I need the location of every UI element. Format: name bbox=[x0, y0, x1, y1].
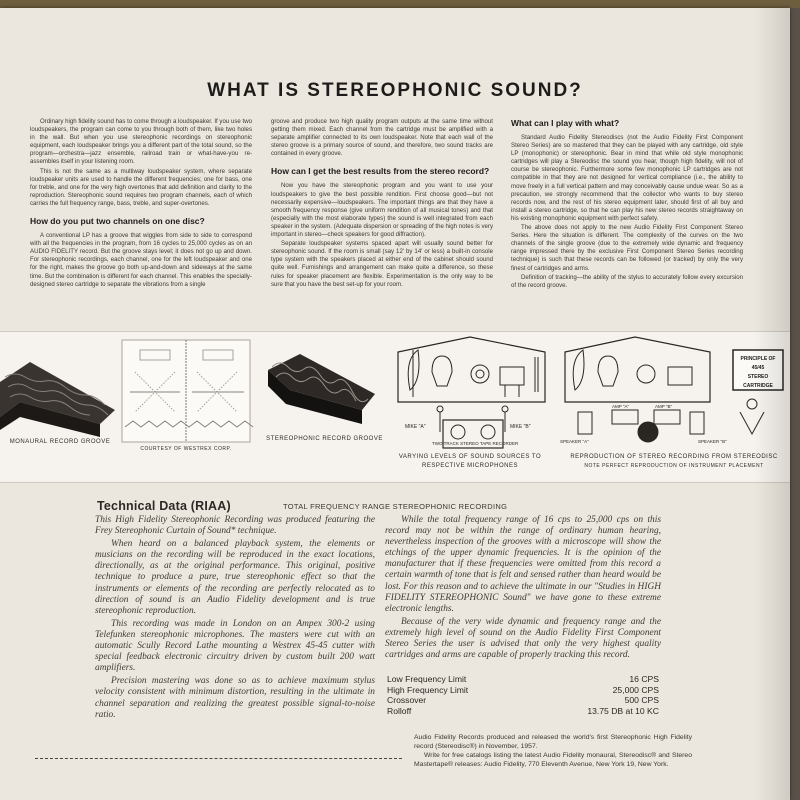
spec-value: 25,000 CPS bbox=[612, 684, 659, 695]
paragraph: Standard Audio Fidelity Stereodiscs (not… bbox=[511, 134, 743, 222]
stereo-groove-illustration bbox=[268, 354, 375, 424]
principle-line-4: CARTRIDGE bbox=[743, 383, 773, 389]
footnote-line: Audio Fidelity Records produced and rele… bbox=[414, 734, 692, 750]
paragraph: When heard on a balanced playback system… bbox=[95, 539, 375, 616]
principle-cartridge-box bbox=[732, 349, 784, 436]
speaker-a-label: SPEAKER "A" bbox=[560, 439, 589, 444]
stage-caption-1: VARYING LEVELS OF SOUND SOURCES TO bbox=[398, 454, 542, 460]
technical-data-subheading: TOTAL FREQUENCY RANGE STEREOPHONIC RECOR… bbox=[283, 502, 508, 511]
page-title: WHAT IS STEREOPHONIC SOUND? bbox=[207, 80, 583, 101]
westrex-credit: COURTESY OF WESTREX CORP. bbox=[140, 446, 232, 452]
amp-b-label: AMP "B" bbox=[655, 404, 673, 409]
illustration-band: MIKE "A" MIKE "B" TWO TRACK STEREO TAPE … bbox=[0, 331, 790, 483]
section-heading: How do you put two channels on one disc? bbox=[30, 216, 205, 227]
reproduction-room-illustration bbox=[564, 336, 711, 443]
principle-line-3: STEREO bbox=[748, 374, 769, 380]
spec-value: 16 CPS bbox=[629, 674, 659, 684]
speaker-b-label: SPEAKER "B" bbox=[698, 439, 727, 444]
technical-data-heading: Technical Data (RIAA) bbox=[97, 499, 231, 513]
spec-row: Low Frequency Limit 16 CPS bbox=[387, 674, 659, 685]
room-caption-1: REPRODUCTION OF STEREO RECORDING FROM ST… bbox=[570, 454, 778, 460]
spec-label: Low Frequency Limit bbox=[387, 674, 467, 684]
paragraph: Precision mastering was done so as to ac… bbox=[95, 676, 375, 720]
amp-a-label: AMP "A" bbox=[612, 404, 630, 409]
section-heading: What can I play with what? bbox=[511, 118, 620, 128]
spec-row: High Frequency Limit 25,000 CPS bbox=[387, 685, 659, 696]
room-caption-2: NOTE PERFECT REPRODUCTION OF INSTRUMENT … bbox=[584, 463, 764, 469]
text-column-2: groove and produce two high quality prog… bbox=[271, 118, 493, 290]
recorder-label: TWO TRACK STEREO TAPE RECORDER bbox=[432, 441, 519, 446]
dashed-divider bbox=[35, 758, 402, 759]
paragraph: This is not the same as a multiway louds… bbox=[30, 167, 252, 207]
spec-row: Rolloff 13.75 DB at 10 KC bbox=[387, 706, 659, 717]
spec-value: 500 CPS bbox=[624, 695, 659, 706]
spec-label: High Frequency Limit bbox=[387, 684, 469, 695]
recording-stage-illustration bbox=[397, 336, 546, 449]
text-column-3: What can I play with what? Standard Audi… bbox=[511, 118, 743, 291]
paragraph: Ordinary high fidelity sound has to come… bbox=[30, 118, 252, 166]
paragraph: This High Fidelity Stereophonic Recordin… bbox=[95, 515, 375, 537]
paragraph: Definition of tracking—the ability of th… bbox=[511, 273, 743, 289]
principle-line-1: PRINCIPLE OF bbox=[740, 356, 775, 362]
spec-label: Crossover bbox=[387, 695, 427, 706]
paragraph: A conventional LP has a groove that wigg… bbox=[30, 232, 252, 288]
monaural-groove-caption: MONAURAL RECORD GROOVE bbox=[9, 439, 111, 445]
stage-caption-2: RESPECTIVE MICROPHONES bbox=[421, 463, 518, 469]
paragraph: The above does not apply to the new Audi… bbox=[511, 224, 743, 272]
principle-line-2: 45/45 bbox=[752, 365, 765, 371]
technical-data-section: Technical Data (RIAA) TOTAL FREQUENCY RA… bbox=[0, 488, 790, 800]
technical-text-left: This High Fidelity Stereophonic Recordin… bbox=[95, 515, 375, 723]
spec-row: Crossover 500 CPS bbox=[387, 695, 659, 706]
paragraph: Now you have the stereophonic program an… bbox=[271, 182, 493, 239]
background-strip bbox=[0, 0, 800, 8]
monaural-groove-illustration bbox=[0, 362, 115, 437]
footnote: Audio Fidelity Records produced and rele… bbox=[414, 733, 692, 769]
mike-a-label: MIKE "A" bbox=[405, 424, 426, 430]
paragraph: While the total frequency range of 16 cp… bbox=[385, 515, 661, 614]
mike-b-label: MIKE "B" bbox=[510, 424, 531, 430]
westrex-grid-diagram bbox=[121, 339, 254, 443]
spec-label: Rolloff bbox=[387, 705, 412, 716]
record-sleeve-page: WHAT IS STEREOPHONIC SOUND? Ordinary hig… bbox=[0, 8, 790, 800]
stereo-groove-caption: STEREOPHONIC RECORD GROOVE bbox=[266, 436, 383, 442]
paragraph: groove and produce two high quality prog… bbox=[271, 118, 493, 158]
specs-table: Low Frequency Limit 16 CPS High Frequency… bbox=[387, 674, 659, 716]
paragraph: Separate loudspeaker systems spaced apar… bbox=[271, 240, 493, 288]
paragraph: This recording was made in London on an … bbox=[95, 618, 375, 674]
section-heading: How can I get the best results from the … bbox=[271, 166, 490, 177]
spec-value: 13.75 DB at 10 KC bbox=[587, 705, 659, 716]
text-column-1: Ordinary high fidelity sound has to come… bbox=[30, 118, 252, 290]
technical-text-right: While the total frequency range of 16 cp… bbox=[385, 515, 661, 663]
footnote-line: Write for free catalogs listing the late… bbox=[414, 752, 692, 768]
paragraph: Because of the very wide dynamic and fre… bbox=[385, 616, 661, 661]
